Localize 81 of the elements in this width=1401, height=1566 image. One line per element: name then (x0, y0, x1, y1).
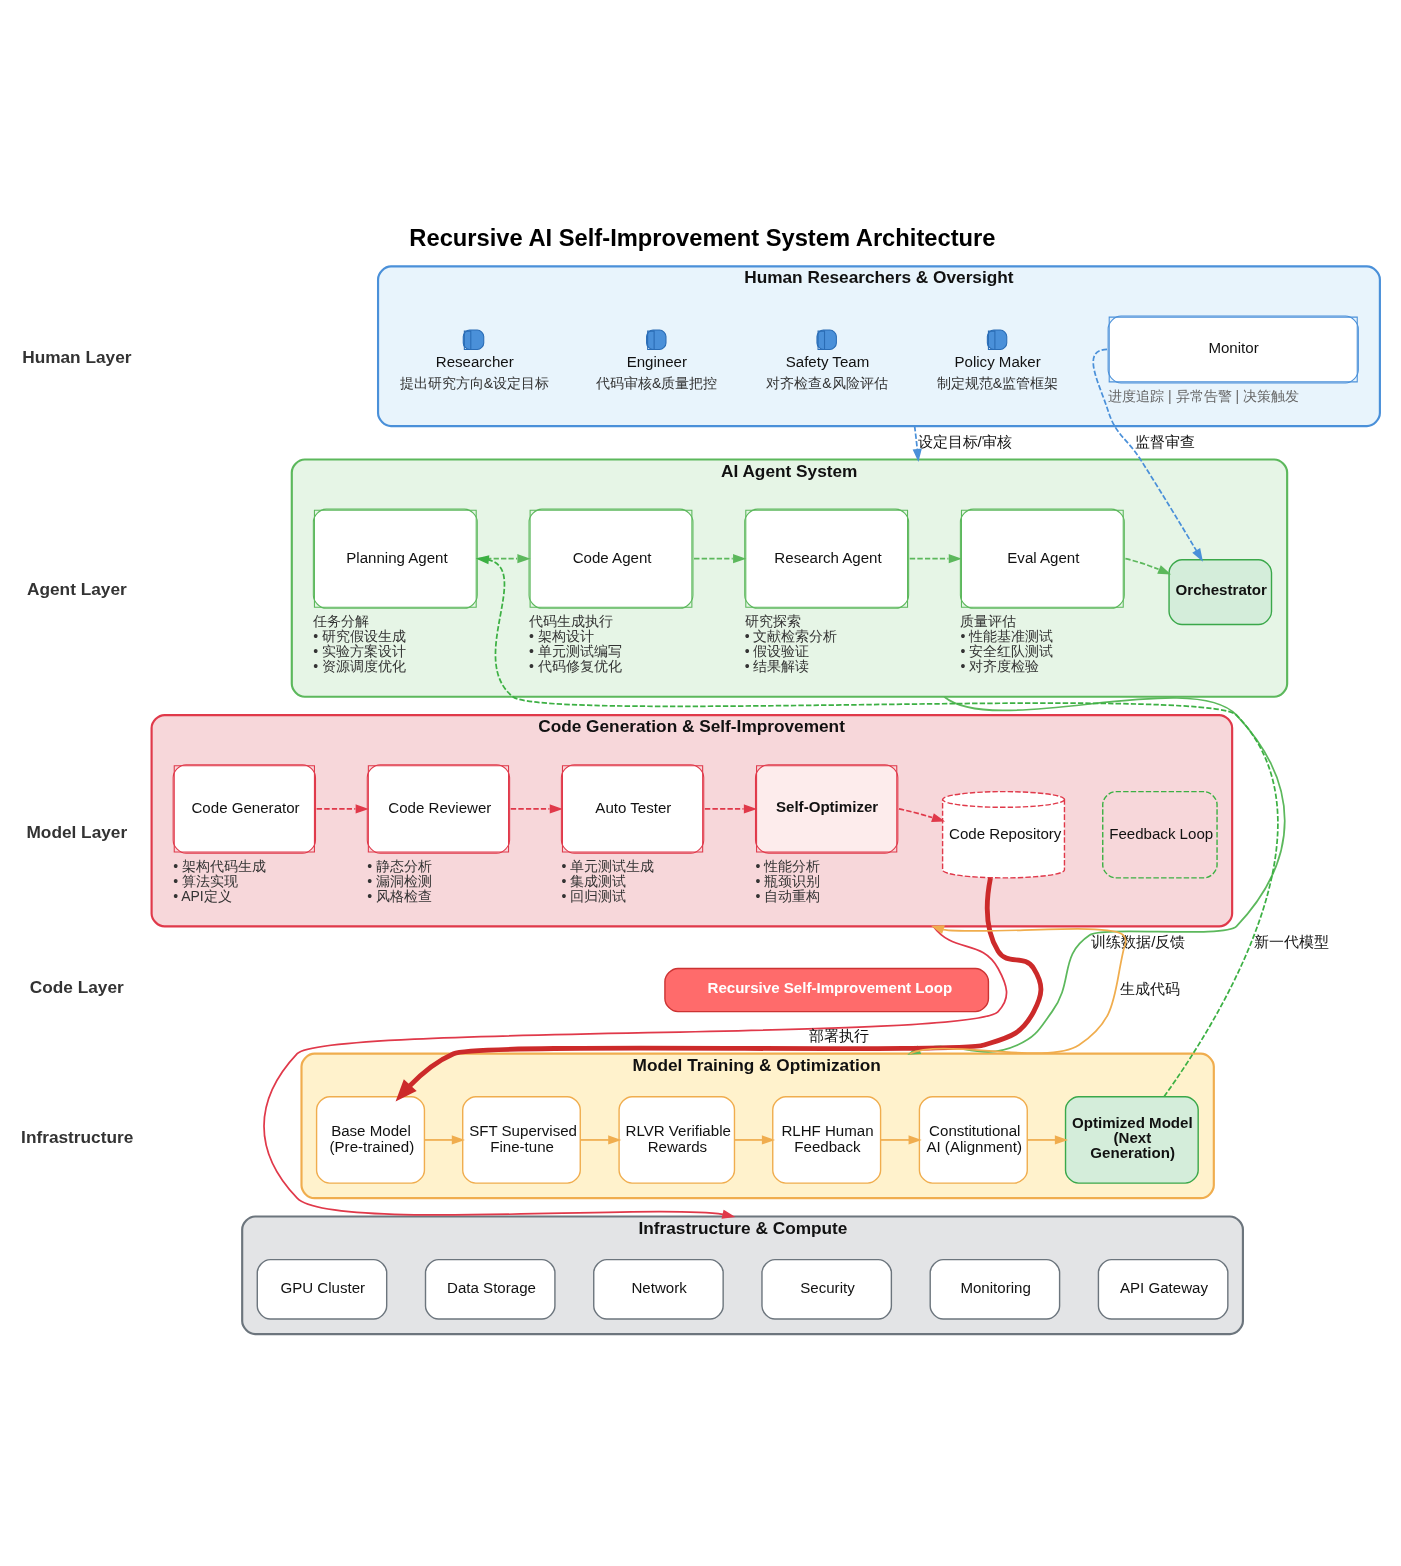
node-label: 质量评估 (960, 612, 1017, 629)
node-label: • API定义 (173, 887, 232, 904)
node-label: • 自动重构 (755, 887, 821, 904)
diagram-title: Recursive AI Self-Improvement System Architecture (409, 224, 996, 251)
arrow (733, 1135, 776, 1145)
node-box: SFT Supervised Fine-tune (462, 1096, 581, 1184)
node-label: 代码审核&质量把控 (595, 374, 718, 391)
node-label: • 性能分析 (755, 857, 821, 874)
node-label: • 安全红队测试 (960, 643, 1054, 660)
edge-label: 设定目标/审核 (917, 432, 1012, 450)
label: Human Layer (22, 347, 132, 368)
node-label: • 架构设计 (529, 628, 594, 645)
arrow (1124, 557, 1172, 575)
arrow (423, 1135, 465, 1145)
node-box: RLVR Verifiable Rewards (618, 1096, 736, 1184)
node-label: • 文献检索分析 (744, 628, 838, 645)
node-label: • 对齐度检验 (960, 658, 1040, 675)
node-label: • 单元测试编写 (529, 643, 622, 660)
node-label: • 代码修复优化 (529, 658, 622, 675)
node-box: Recursive Self-Improvement Loop (664, 967, 990, 1013)
node-label: • 漏洞检测 (367, 872, 433, 889)
node-box: GPU Cluster (256, 1258, 388, 1320)
node-label: 对齐检查&风险评估 (766, 374, 888, 391)
node-box: RLHF Human Feedback (772, 1096, 882, 1184)
node-label: • 实验方案设计 (313, 643, 407, 660)
node-label: 制定规范&监管框架 (936, 374, 1059, 391)
edge-label: 部署执行 (808, 1026, 869, 1044)
label: Agent Layer (27, 579, 127, 600)
node-label: Safety Team (785, 352, 870, 370)
node-label: • 研究假设生成 (313, 628, 407, 645)
node-label: Engineer (626, 352, 687, 370)
arrow (509, 804, 563, 814)
node-box: Constitutional AI (Alignment) (918, 1096, 1028, 1184)
node-label: • 单元测试生成 (561, 857, 655, 874)
arrow (1026, 1135, 1069, 1145)
node-box: Monitoring (929, 1258, 1061, 1320)
arrow (908, 554, 962, 564)
arrow (477, 554, 531, 564)
arrow (1092, 348, 1203, 562)
arrow (579, 1135, 622, 1145)
node-label: • 资源调度优化 (313, 658, 407, 675)
arrow (315, 804, 369, 814)
node-label: • 算法实现 (173, 872, 238, 889)
node-label: • 架构代码生成 (173, 857, 266, 874)
node-box: Security (761, 1258, 893, 1320)
node-label: 任务分解 (313, 612, 370, 629)
node-label: • 风格检查 (367, 887, 433, 904)
node-label: • 回归测试 (561, 887, 627, 904)
node-label: • 假设验证 (744, 643, 810, 660)
arrow (912, 425, 922, 463)
label: Model Layer (26, 821, 128, 842)
node-label: • 结果解读 (744, 658, 810, 675)
node-label: • 性能基准测试 (960, 628, 1054, 645)
node-box: Base Model (Pre-trained) (315, 1096, 426, 1184)
node-box: Optimized Model (Next Generation) (1064, 1096, 1199, 1184)
arrow (693, 554, 747, 564)
arrow (475, 555, 1279, 1098)
label: Code Layer (29, 977, 124, 998)
arrow (879, 1135, 922, 1145)
edge-label: 新一代模型 (1253, 933, 1329, 951)
arrow (898, 808, 946, 822)
label: Infrastructure (21, 1126, 134, 1147)
node-box: Feedback Loop (1102, 790, 1218, 879)
node-box: Data Storage (424, 1258, 556, 1320)
node-label: 进度追踪 | 异常告警 | 决策触发 (1108, 387, 1299, 404)
node-label: 提出研究方向&设定目标 (399, 374, 549, 391)
node-box: Orchestrator (1168, 559, 1273, 626)
node-label: • 瓶颈识别 (755, 872, 821, 889)
arrow (395, 877, 1044, 1102)
arrow (703, 804, 758, 814)
edge-label: 生成代码 (1120, 980, 1181, 998)
node-label: 研究探索 (744, 612, 801, 629)
edge-label: 监督审查 (1135, 432, 1196, 450)
arrow (263, 925, 1008, 1219)
node-label: • 集成测试 (561, 872, 627, 889)
node-label: • 静态分析 (367, 857, 433, 874)
node-label: 代码生成执行 (529, 612, 614, 629)
node-box: API Gateway (1097, 1258, 1229, 1320)
node-box: Network (593, 1258, 724, 1320)
node-label: Researcher (435, 352, 514, 370)
node-label: Policy Maker (954, 352, 1041, 370)
